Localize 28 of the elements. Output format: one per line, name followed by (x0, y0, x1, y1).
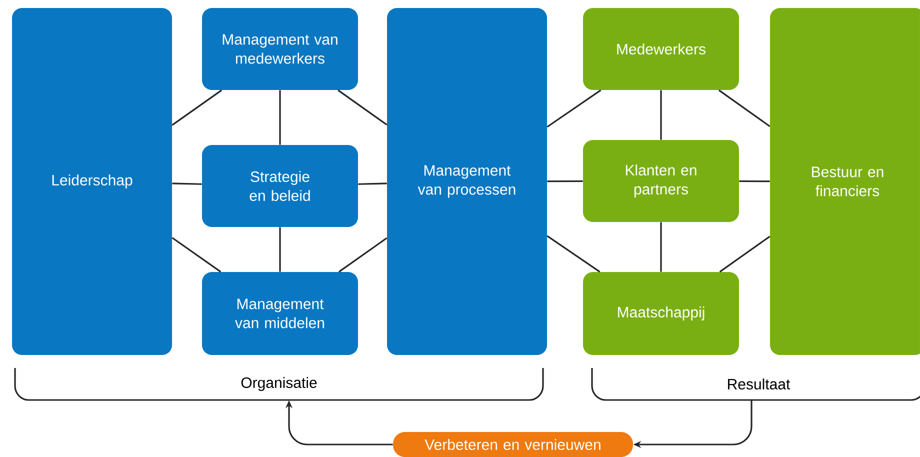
connector-line (172, 90, 222, 126)
connector-line (547, 180, 583, 182)
process-box: Bestuur en financiers (770, 8, 920, 355)
connector-line (719, 236, 770, 272)
connector-line (172, 237, 222, 272)
connector-line (739, 180, 770, 182)
connector-line (718, 90, 770, 127)
process-box: Management van medewerkers (202, 8, 358, 90)
process-box: Leiderschap (12, 8, 172, 355)
connector-line (338, 90, 388, 126)
connector-line (172, 182, 202, 185)
process-box: Management van processen (387, 8, 547, 355)
connector-line (546, 235, 600, 272)
connector-line (660, 222, 662, 272)
process-box: Maatschappij (583, 272, 739, 355)
connector-line (279, 90, 281, 145)
process-box: Klanten en partners (583, 140, 739, 222)
connector-line (358, 182, 387, 185)
connector-line (279, 227, 281, 272)
connector-line (546, 90, 602, 128)
connector-line (660, 90, 662, 140)
group-label: Organisatie (241, 377, 317, 391)
process-box: Management van middelen (202, 272, 358, 355)
feedback-pill: Verbeteren en vernieuwen (393, 432, 633, 457)
process-box: Medewerkers (583, 8, 739, 90)
group-label: Resultaat (728, 378, 790, 390)
process-box: Strategie en beleid (202, 145, 358, 227)
connector-line (338, 237, 388, 272)
